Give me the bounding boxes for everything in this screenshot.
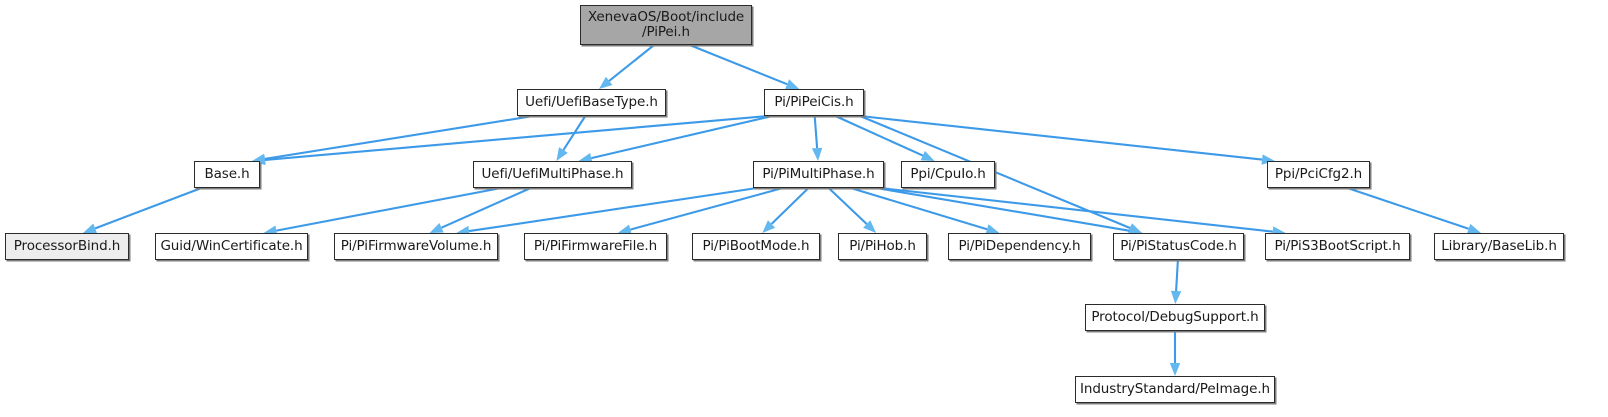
graph-edge-pimultiphase-to-pis3bootscript: [879, 186, 1273, 233]
graph-node-processorbind[interactable]: ProcessorBind.h: [5, 233, 129, 260]
graph-edge-pipei-to-uefibasetype: [608, 44, 655, 82]
graph-node-cpuio[interactable]: Ppi/CpuIo.h: [901, 161, 995, 188]
graph-arrowhead-baseh-to-processorbind: [83, 223, 97, 234]
graph-edge-pipeicis-to-cpuio: [834, 115, 924, 157]
graph-arrowhead-pistatuscode-to-debugsupport: [1170, 290, 1182, 304]
graph-arrowhead-pimultiphase-to-pibootmode: [762, 220, 776, 233]
graph-edge-pcicfg2-to-baselib: [1347, 187, 1469, 230]
graph-arrowhead-pcicfg2-to-baselib: [1467, 223, 1481, 234]
graph-node-pipei[interactable]: XenevaOS/Boot/include /PiPei.h: [580, 5, 752, 45]
graph-arrowhead-pipeicis-to-pcicfg2: [1261, 154, 1275, 165]
graph-node-pidependency[interactable]: Pi/PiDependency.h: [948, 233, 1091, 260]
graph-arrowhead-uefibasetype-to-uefimultiphase: [556, 147, 568, 161]
graph-edge-pimultiphase-to-pidependency: [850, 186, 988, 231]
graph-arrowhead-pipeicis-to-cpuio: [920, 150, 935, 161]
graph-edge-uefimultiphase-to-pifirmwarevolume: [441, 187, 532, 229]
graph-edge-pistatuscode-to-debugsupport: [1175, 259, 1179, 292]
graph-node-baselib[interactable]: Library/BaseLib.h: [1434, 233, 1564, 260]
graph-node-pibootmode[interactable]: Pi/PiBootMode.h: [692, 233, 820, 260]
graph-arrowhead-pimultiphase-to-pifirmwarefile: [617, 224, 632, 235]
graph-edge-pimultiphase-to-pifirmwarevolume: [468, 186, 758, 233]
graph-arrowhead-pipeicis-to-pimultiphase: [811, 147, 823, 161]
graph-arrowhead-pimultiphase-to-pihob: [863, 220, 877, 233]
graph-node-pis3bootscript[interactable]: Pi/PiS3BootScript.h: [1265, 233, 1410, 260]
graph-node-wincertificate[interactable]: Guid/WinCertificate.h: [155, 233, 308, 260]
graph-node-pihob[interactable]: Pi/PiHob.h: [838, 233, 927, 260]
graph-edge-pimultiphase-to-pifirmwarefile: [630, 186, 784, 231]
graph-node-pistatuscode[interactable]: Pi/PiStatusCode.h: [1113, 233, 1244, 260]
graph-node-peimage[interactable]: IndustryStandard/PeImage.h: [1075, 376, 1275, 403]
graph-arrowhead-pimultiphase-to-pidependency: [985, 224, 1000, 235]
graph-node-uefibasetype[interactable]: Uefi/UefiBaseType.h: [517, 89, 666, 116]
graph-edge-pipei-to-pipeicis: [689, 44, 788, 86]
graph-edge-pimultiphase-to-pihob: [827, 187, 868, 225]
graph-arrowhead-pipeicis-to-uefimultiphase: [578, 153, 593, 164]
graph-edge-pipeicis-to-baseh: [264, 114, 769, 161]
graph-edge-pipeicis-to-pistatuscode: [859, 115, 1131, 229]
graph-arrowhead-uefimultiphase-to-pifirmwarevolume: [429, 223, 444, 233]
graph-arrowhead-pipei-to-pipeicis: [785, 79, 800, 89]
graph-arrowhead-pipei-to-uefibasetype: [599, 76, 613, 89]
graph-node-uefimultiphase[interactable]: Uefi/UefiMultiPhase.h: [473, 161, 632, 188]
graph-node-pcicfg2[interactable]: Ppi/PciCfg2.h: [1267, 161, 1370, 188]
graph-node-pifirmwarevolume[interactable]: Pi/PiFirmwareVolume.h: [334, 233, 498, 260]
graph-arrowhead-debugsupport-to-peimage: [1169, 363, 1181, 376]
graph-node-pifirmwarefile[interactable]: Pi/PiFirmwareFile.h: [524, 233, 667, 260]
graph-edge-pipeicis-to-pimultiphase: [813, 115, 819, 149]
graph-edge-pipeicis-to-uefimultiphase: [591, 114, 773, 160]
graph-edge-pimultiphase-to-pistatuscode: [875, 186, 1130, 232]
graph-node-pipeicis[interactable]: Pi/PiPeiCis.h: [764, 89, 864, 116]
graph-node-pimultiphase[interactable]: Pi/PiMultiPhase.h: [753, 161, 884, 188]
graph-edge-pipeicis-to-pcicfg2: [859, 114, 1263, 161]
graph-edge-uefimultiphase-to-wincertificate: [276, 186, 502, 232]
graph-arrowhead-pipeicis-to-baseh: [252, 154, 266, 166]
graph-edge-baseh-to-processorbind: [94, 187, 202, 230]
graph-edge-pimultiphase-to-pibootmode: [770, 187, 810, 225]
graph-edge-uefibasetype-to-baseh: [264, 114, 534, 160]
graph-node-baseh[interactable]: Base.h: [194, 161, 260, 188]
graph-node-debugsupport[interactable]: Protocol/DebugSupport.h: [1085, 304, 1265, 331]
